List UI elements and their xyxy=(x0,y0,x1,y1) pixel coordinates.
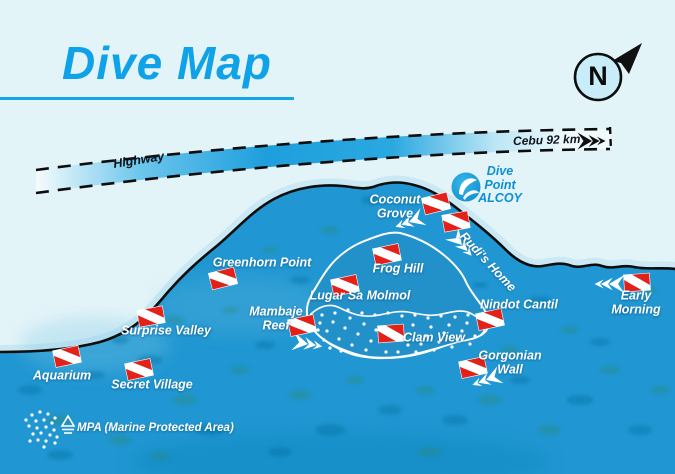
title-underline xyxy=(0,97,294,100)
compass-cardinal-label: N xyxy=(588,60,608,91)
site-label-mambaje-reef: Mambaje Reef xyxy=(249,304,303,332)
site-label-coconut-grove: Coconut Grove xyxy=(369,192,421,220)
mpa-legend-label: MPA (Marine Protected Area) xyxy=(77,422,234,434)
dive-point-alcoy-label: Dive Point ALCOY xyxy=(478,164,522,205)
site-label-secret-village: Secret Village xyxy=(111,377,193,392)
site-label-early-morning: Early Morning xyxy=(611,288,661,316)
site-label-surprise-valley: Surprise Valley xyxy=(121,323,211,338)
compass-icon xyxy=(573,43,642,102)
site-label-gorgonian-wall: Gorgonian Wall xyxy=(478,348,542,376)
site-label-frog-hill: Frog Hill xyxy=(372,261,424,276)
mpa-marker-icon xyxy=(60,414,76,434)
site-label-nindot-cantil: Nindot Cantil xyxy=(480,297,558,312)
dive-flag-icon xyxy=(376,323,406,344)
coastline xyxy=(0,181,675,354)
highway-destination-label: Cebu 92 km xyxy=(512,131,581,149)
water-shading xyxy=(20,275,550,474)
page-title: Dive Map xyxy=(62,37,272,89)
site-label-aquarium: Aquarium xyxy=(32,368,92,383)
cebu-direction-arrow-icon xyxy=(577,132,606,150)
site-label-clam-view: Clam View xyxy=(402,330,466,345)
site-label-greenhorn-point: Greenhorn Point xyxy=(212,255,312,270)
reef-dots xyxy=(316,308,477,357)
mpa-legend-icon xyxy=(24,410,76,449)
highway-road xyxy=(35,126,613,195)
site-label-lugar-sa-molmol: Lugar Sa Molmol xyxy=(309,288,411,303)
dive-point-alcoy-logo-icon xyxy=(451,172,481,202)
